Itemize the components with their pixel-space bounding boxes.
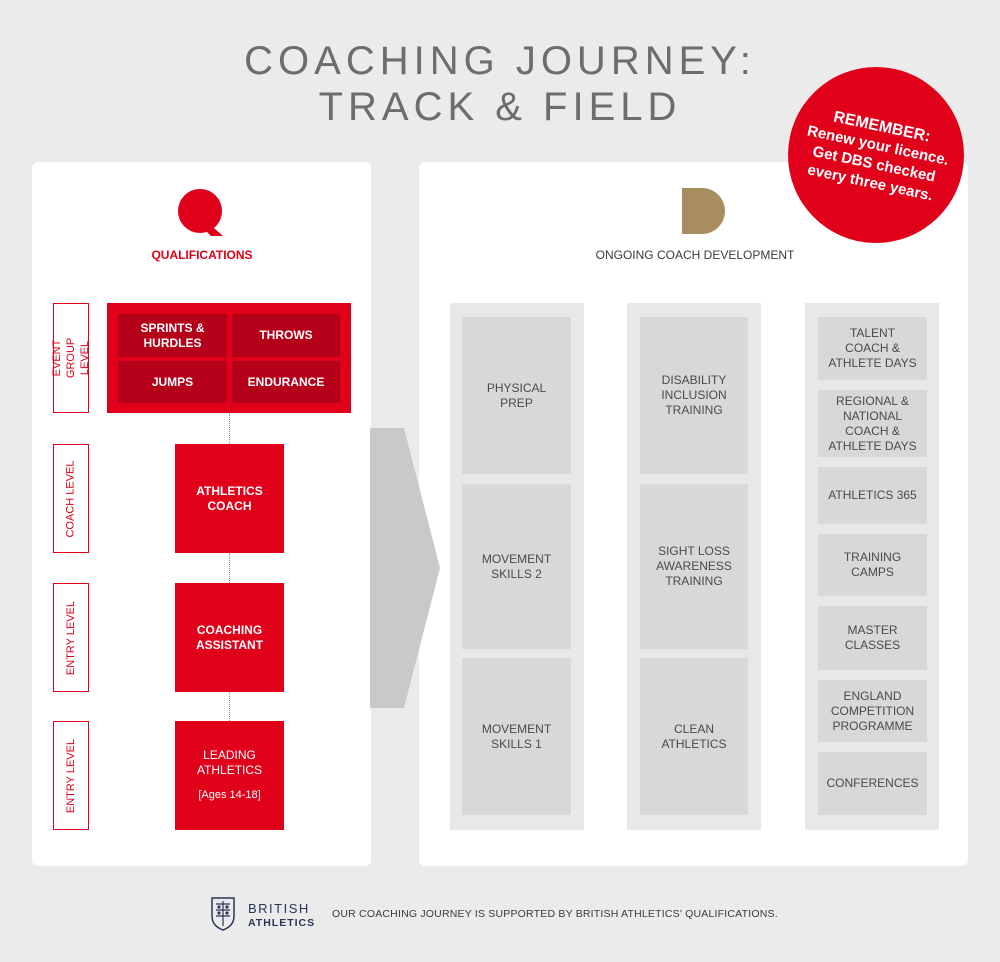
page-title-line1: COACHING JOURNEY: [244, 39, 756, 83]
entry-level-label-2: ENTRY LEVEL [53, 721, 89, 830]
dev-tile-movement-skills-2: MOVEMENT SKILLS 2 [462, 484, 571, 649]
event-group-sprints-hurdles: SPRINTS & HURDLES [118, 314, 227, 357]
d-icon [682, 188, 725, 234]
entry-level-text-2: ENTRY LEVEL [65, 738, 77, 813]
coach-level-label: COACH LEVEL [53, 444, 89, 553]
q-icon [178, 189, 223, 236]
page-title-line2: TRACK & FIELD [318, 85, 682, 129]
brand-name-top: BRITISH [248, 901, 310, 916]
progression-arrow [370, 428, 440, 708]
development-heading: ONGOING COACH DEVELOPMENT [595, 248, 795, 262]
entry-level-text-1: ENTRY LEVEL [65, 600, 77, 675]
dev-tile-athletics-365: ATHLETICS 365 [818, 467, 927, 524]
dev-tile-movement-skills-1: MOVEMENT SKILLS 1 [462, 658, 571, 815]
footer-text: OUR COACHING JOURNEY IS SUPPORTED BY BRI… [332, 908, 778, 920]
event-group-level-label: EVENT GROUP LEVEL [51, 303, 92, 413]
leading-athletics-box: LEADING ATHLETICS [Ages 14-18] [175, 721, 284, 830]
entry-level-label-1: ENTRY LEVEL [53, 583, 89, 692]
british-athletics-crest-icon [211, 897, 235, 931]
event-group-throws: THROWS [232, 314, 340, 357]
dev-tile-master-classes: MASTER CLASSES [818, 606, 927, 670]
qualifications-heading: QUALIFICATIONS [151, 248, 253, 262]
coach-level-text: COACH LEVEL [65, 459, 77, 538]
dev-tile-regional-national-days: REGIONAL & NATIONAL COACH & ATHLETE DAYS [818, 390, 927, 457]
dev-tile-conferences: CONFERENCES [818, 752, 927, 815]
event-group-level-text: EVENT GROUP LEVEL [51, 337, 92, 379]
brand-name-bottom: ATHLETICS [248, 917, 316, 929]
coaching-assistant-box: COACHING ASSISTANT [175, 583, 284, 692]
leading-athletics-ages: [Ages 14-18] [198, 789, 261, 801]
dev-tile-sight-loss-awareness: SIGHT LOSS AWARENESS TRAINING [640, 484, 748, 649]
dev-tile-physical-prep: PHYSICAL PREP [462, 317, 571, 474]
event-group-endurance: ENDURANCE [232, 361, 340, 403]
dev-tile-disability-inclusion: DISABILITY INCLUSION TRAINING [640, 317, 748, 474]
dev-tile-talent-days: TALENT COACH & ATHLETE DAYS [818, 317, 927, 380]
connector-line [229, 553, 230, 583]
dev-tile-training-camps: TRAINING CAMPS [818, 534, 927, 596]
connector-line [229, 413, 230, 444]
dev-tile-clean-athletics: CLEAN ATHLETICS [640, 658, 748, 815]
leading-athletics-label: LEADING ATHLETICS [196, 748, 263, 777]
dev-tile-england-competition: ENGLAND COMPETITION PROGRAMME [818, 680, 927, 742]
connector-line [229, 692, 230, 721]
athletics-coach-box: ATHLETICS COACH [175, 444, 284, 553]
event-group-jumps: JUMPS [118, 361, 227, 403]
